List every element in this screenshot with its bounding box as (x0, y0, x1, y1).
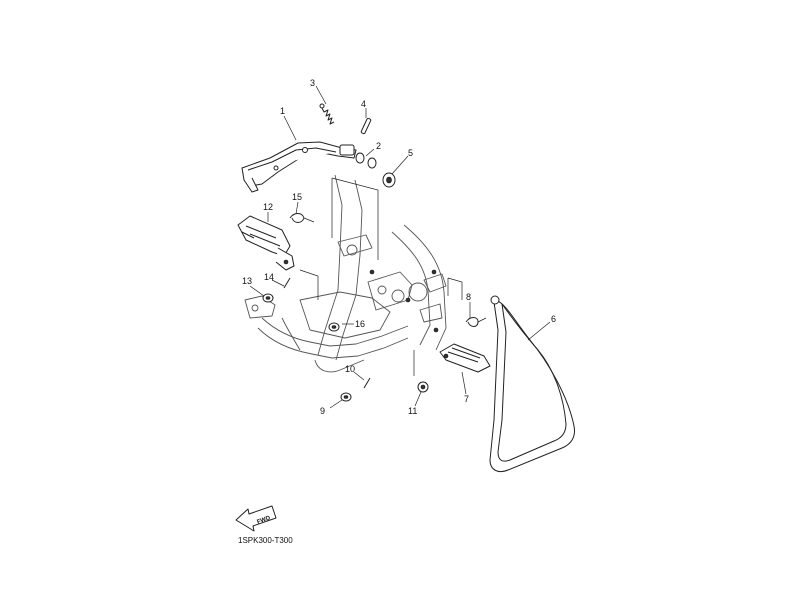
callout-1: 1 (280, 106, 285, 116)
pedal-bolt (382, 172, 396, 188)
callout-16: 16 (355, 319, 365, 329)
pin-and-washer-lower (340, 377, 371, 402)
return-spring (319, 103, 335, 125)
assembly-guide-lines (299, 177, 463, 376)
callout-8: 8 (466, 292, 471, 302)
drawing-code: 1SPK300-T300 (238, 536, 293, 545)
callout-13: 13 (242, 276, 252, 286)
washer-left (262, 293, 274, 303)
callout-15: 15 (292, 192, 302, 202)
callout-2: 2 (376, 141, 381, 151)
fwd-label: FWD (256, 515, 272, 526)
frame-structure (244, 174, 447, 373)
callout-12: 12 (263, 202, 273, 212)
footrest-left (237, 215, 295, 271)
callout-11: 11 (408, 406, 417, 416)
footrest-right (439, 343, 491, 373)
fwd-arrow-icon: FWD (235, 505, 277, 532)
brake-pedal (241, 141, 357, 193)
callout-5: 5 (408, 148, 413, 158)
footrest-spring-right (465, 317, 487, 327)
callout-10: 10 (345, 364, 355, 374)
callout-3: 3 (310, 78, 315, 88)
callout-labels: 1 2 3 4 5 6 7 8 9 10 11 12 13 14 15 16 (242, 78, 556, 416)
callout-9: 9 (320, 406, 325, 416)
washer-right (417, 381, 429, 393)
circlip-washers (355, 152, 377, 169)
footrest-spring-left (289, 213, 315, 223)
callout-4: 4 (361, 99, 366, 109)
side-stand (489, 295, 575, 473)
mount-bolt (328, 322, 340, 332)
leader-lines (249, 85, 551, 409)
footrest-pin-left (283, 277, 291, 289)
callout-6: 6 (551, 314, 556, 324)
callout-14: 14 (264, 272, 274, 282)
callout-7: 7 (464, 394, 469, 404)
pivot-pin (360, 117, 372, 135)
